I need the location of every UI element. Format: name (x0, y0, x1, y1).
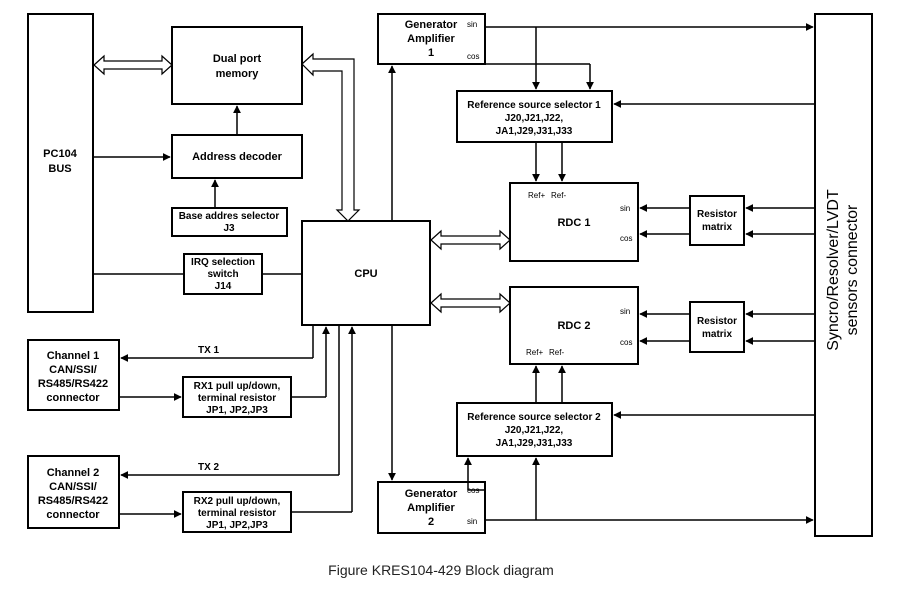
svg-text:connector: connector (46, 509, 100, 521)
rx2-pull-resistor-block: RX2 pull up/down, terminal resistor JP1,… (182, 491, 292, 533)
svg-text:IRQ selection: IRQ selection (191, 257, 255, 268)
svg-text:Channel 1: Channel 1 (47, 350, 100, 362)
svg-text:Reference source selector 1: Reference source selector 1 (467, 100, 601, 111)
svg-text:Dual port: Dual port (213, 53, 262, 65)
svg-text:memory: memory (216, 68, 260, 80)
generator-amplifier-2-block: Generator Amplifier 2 cos sin (377, 481, 486, 534)
svg-text:J14: J14 (215, 281, 232, 292)
rdc-1-block: RDC 1 Ref+ Ref- sin cos (509, 182, 639, 262)
svg-text:Resistor: Resistor (697, 316, 737, 327)
resistor-matrix-1-block: Resistor matrix (689, 195, 745, 246)
svg-text:connector: connector (46, 392, 100, 404)
svg-text:Ref-: Ref- (549, 348, 564, 357)
rdc-2-block: RDC 2 Ref+ Ref- sin cos (509, 286, 639, 365)
svg-text:Reference source selector 2: Reference source selector 2 (467, 412, 601, 423)
svg-text:PC104: PC104 (43, 148, 78, 160)
svg-text:matrix: matrix (702, 222, 732, 233)
svg-text:Resistor: Resistor (697, 209, 737, 220)
svg-text:Ref+: Ref+ (528, 191, 545, 200)
svg-text:2: 2 (428, 516, 434, 528)
svg-text:cos: cos (620, 234, 632, 243)
svg-text:JP1, JP2,JP3: JP1, JP2,JP3 (206, 405, 268, 416)
svg-text:CAN/SSI/: CAN/SSI/ (49, 364, 97, 376)
svg-text:Amplifier: Amplifier (407, 33, 455, 45)
channel-2-connector-block: Channel 2 CAN/SSI/ RS485/RS422 connector (27, 455, 120, 529)
svg-text:Channel 2: Channel 2 (47, 467, 100, 479)
svg-text:Generator: Generator (405, 19, 458, 31)
svg-text:sin: sin (620, 307, 630, 316)
svg-text:JP1, JP2,JP3: JP1, JP2,JP3 (206, 520, 268, 531)
reference-source-selector-1-block: Reference source selector 1 J20,J21,J22,… (456, 90, 613, 143)
channel-1-connector-block: Channel 1 CAN/SSI/ RS485/RS422 connector (27, 339, 120, 411)
tx2-label: TX 2 (198, 462, 220, 473)
svg-text:RS485/RS422: RS485/RS422 (38, 378, 108, 390)
svg-text:CPU: CPU (354, 268, 377, 280)
svg-text:JA1,J29,J31,J33: JA1,J29,J31,J33 (496, 126, 573, 137)
resistor-matrix-2-block: Resistor matrix (689, 301, 745, 353)
svg-text:Ref+: Ref+ (526, 348, 543, 357)
svg-text:switch: switch (207, 269, 238, 280)
svg-text:sensors connector: sensors connector (844, 204, 861, 335)
svg-text:Syncro/Resolver/LVDT: Syncro/Resolver/LVDT (825, 189, 842, 351)
svg-text:Address decoder: Address decoder (192, 151, 283, 163)
bus-arrow-cpu-rdc2 (430, 292, 511, 314)
bus-arrow-cpu-dualport (301, 52, 361, 222)
svg-text:RX2 pull up/down,: RX2 pull up/down, (194, 496, 281, 507)
svg-text:J3: J3 (223, 223, 235, 234)
bus-arrow-pc104-dualport (93, 54, 173, 76)
bus-arrow-cpu-rdc1 (430, 229, 511, 251)
svg-text:terminal resistor: terminal resistor (198, 508, 276, 519)
svg-text:RDC 1: RDC 1 (557, 217, 590, 229)
svg-text:1: 1 (428, 47, 434, 59)
svg-text:RS485/RS422: RS485/RS422 (38, 495, 108, 507)
svg-text:matrix: matrix (702, 329, 732, 340)
base-address-selector-block: Base addres selector J3 (171, 207, 288, 237)
tx1-label: TX 1 (198, 345, 220, 356)
svg-text:RX1 pull up/down,: RX1 pull up/down, (194, 381, 281, 392)
cpu-block: CPU (301, 220, 431, 326)
dual-port-memory-block: Dual port memory (171, 26, 303, 105)
svg-text:Base addres selector: Base addres selector (179, 211, 280, 222)
generator-amplifier-1-block: Generator Amplifier 1 sin cos (377, 13, 486, 65)
svg-text:Ref-: Ref- (551, 191, 566, 200)
svg-text:J20,J21,J22,: J20,J21,J22, (505, 113, 564, 124)
figure-caption: Figure KRES104-429 Block diagram (328, 562, 554, 578)
svg-text:JA1,J29,J31,J33: JA1,J29,J31,J33 (496, 438, 573, 449)
pc104-bus-block: PC104 BUS (27, 13, 94, 313)
irq-selection-switch-block: IRQ selection switch J14 (183, 253, 263, 295)
address-decoder-block: Address decoder (171, 134, 303, 179)
svg-text:terminal resistor: terminal resistor (198, 393, 276, 404)
svg-text:BUS: BUS (48, 163, 71, 175)
svg-text:cos: cos (620, 338, 632, 347)
svg-text:RDC 2: RDC 2 (557, 320, 590, 332)
svg-text:cos: cos (467, 52, 479, 61)
svg-text:Generator: Generator (405, 488, 458, 500)
svg-text:CAN/SSI/: CAN/SSI/ (49, 481, 97, 493)
svg-text:sin: sin (467, 517, 477, 526)
reference-source-selector-2-block: Reference source selector 2 J20,J21,J22,… (456, 402, 613, 457)
svg-text:sin: sin (620, 204, 630, 213)
sensors-connector-block: Syncro/Resolver/LVDT sensors connector (814, 13, 873, 537)
svg-text:sin: sin (467, 20, 477, 29)
connector-lines (94, 23, 815, 524)
svg-text:Amplifier: Amplifier (407, 502, 455, 514)
rx1-pull-resistor-block: RX1 pull up/down, terminal resistor JP1,… (182, 376, 292, 418)
svg-text:J20,J21,J22,: J20,J21,J22, (505, 425, 564, 436)
